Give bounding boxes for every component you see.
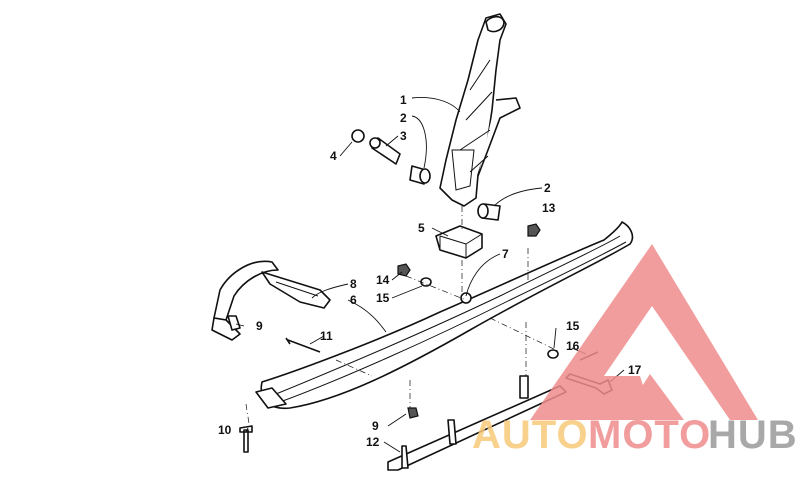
callout-7: 7 [502,247,509,261]
callout-6: 6 [350,293,357,307]
leader-lines [235,97,625,453]
callout-4: 4 [330,149,337,163]
callout-8: 8 [350,277,357,291]
callout-14: 14 [376,273,390,287]
callout-3: 3 [400,129,407,143]
callout-10: 10 [218,423,232,437]
watermark-text-moto: MOTO [588,413,711,457]
pivot-boss [460,292,472,304]
assembly-axes [245,206,561,431]
callout-9a: 9 [256,319,263,333]
bolt-9a [227,315,241,331]
callout-1: 1 [400,93,407,107]
callout-16: 16 [566,339,580,353]
spacer-bushing-set [351,129,501,221]
watermark-text-hub: HUB [708,413,798,457]
callout-11: 11 [320,329,333,343]
nut-13 [527,223,541,237]
automotohub-watermark: AUTO MOTO HUB [472,244,798,457]
callout-5: 5 [418,221,425,235]
callout-2b: 2 [544,181,551,195]
callout-labels: 1 2 3 4 2 13 5 7 14 15 8 6 9 11 15 16 17… [218,93,642,449]
callout-15b: 15 [566,319,580,333]
spindle [439,13,521,207]
callout-9b: 9 [372,419,379,433]
ski-saddle [435,225,483,259]
callout-17: 17 [628,363,642,377]
ski-body [255,221,634,409]
nut-9b [407,407,419,419]
watermark-text-auto: AUTO [472,413,589,457]
callout-13: 13 [542,201,556,215]
callout-2a: 2 [400,111,407,125]
washer-15b [547,349,559,359]
callout-12: 12 [366,435,380,449]
callout-15a: 15 [376,291,390,305]
watermark-logo-icon [530,244,758,420]
ski-handle [211,260,331,341]
bolt-11 [285,337,321,353]
washer-15a [420,277,432,287]
wear-bar [387,375,567,471]
